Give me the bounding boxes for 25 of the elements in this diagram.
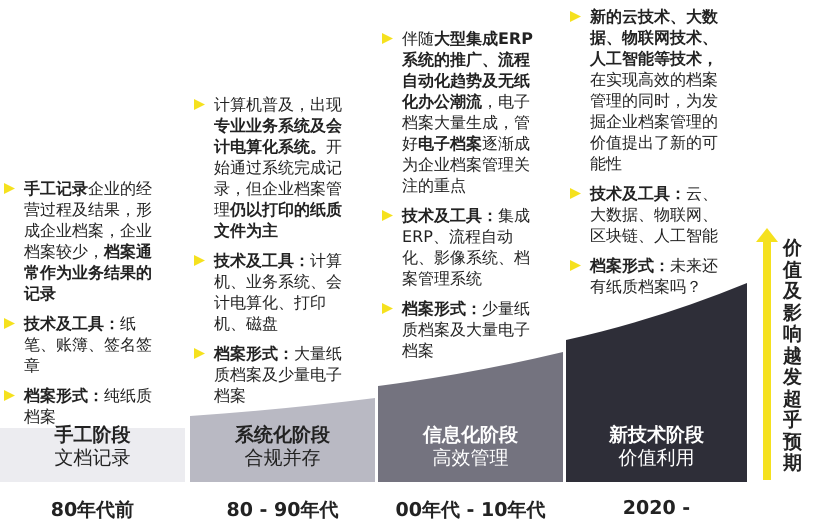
stage-title: 信息化阶段 [422,424,519,447]
stage-subtitle: 价值利用 [618,447,696,470]
stage-title: 系统化阶段 [234,424,331,447]
stage-subtitle: 合规并存 [244,447,322,470]
period-label: 00年代 - 10年代 [394,498,546,523]
bullet-text: 手工记录企业的经营过程及结果，形成企业档案，企业档案较少，档案通常作为业务结果的记录 [24,178,153,304]
bullet-text: 档案形式：大量纸质档案及少量电子档案 [214,343,343,406]
bullet-text: 档案形式：未来还有纸质档案吗？ [590,255,719,297]
period-label: 80 - 90年代 [226,498,340,523]
bullet-text: 技术及工具：纸笔、账簿、签名签章 [24,313,153,376]
bullet-text: 技术及工具：集成ERP、流程自动化、影像系统、档案管理系统 [402,205,531,289]
bullet-text: 技术及工具：云、大数据、物联网、区块链、人工智能 [590,183,719,246]
period-label: 80年代前 [50,498,136,523]
bullet-text: 伴随大型集成ERP系统的推广、流程自动化趋势及无纸化办公潮流，电子档案大量生成，管好电子档案逐渐成为企业档案管理关注的重点 [402,28,534,196]
axis-caption: 价值及影响越发超乎预期 [783,238,803,474]
stage-subtitle: 高效管理 [432,447,510,470]
bullet-text: 档案形式：纯纸质档案 [24,385,153,426]
period-label: 2020 - [622,497,692,519]
bullet-text: 计算机普及，出现专业业务系统及会计电算化系统。开始通过系统完成记录，但企业档案管理仍以打印的纸质文件为主 [214,94,343,241]
stage-title: 手工阶段 [54,424,132,447]
bullet-text: 档案形式：少量纸质档案及大量电子档案 [402,298,531,361]
stage-title: 新技术阶段 [608,424,705,447]
bullet-text: 技术及工具：计算机、业务系统、会计电算化、打印机、磁盘 [214,250,343,334]
stage-subtitle: 文档记录 [54,447,132,470]
bullet-text: 新的云技术、大数据、物联网技术、人工智能等技术，在实现高效的档案管理的同时，为发掘企业档案管理的价值提出了新的可能性 [590,6,719,174]
